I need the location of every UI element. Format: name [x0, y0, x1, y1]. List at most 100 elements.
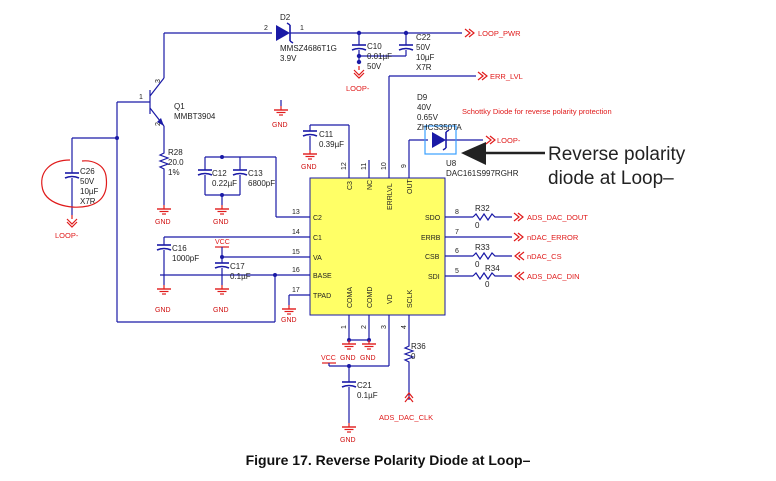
ic-ref: U8	[446, 159, 457, 168]
ic-pin-name: VA	[313, 255, 322, 262]
gnd-label: GND	[301, 164, 317, 171]
ic-pin-name: TPAD	[313, 293, 331, 300]
ic-pin-num: 16	[292, 267, 300, 274]
net-loop-minus-c26: LOOP-	[55, 231, 79, 240]
q1-part: MMBT3904	[174, 112, 216, 121]
c26-dielectric: X7R	[80, 197, 96, 206]
ic-pin-name: OUT	[407, 179, 414, 195]
r36-ref: R36	[411, 342, 426, 351]
c26-rating: 50V	[80, 177, 95, 186]
net-loop-minus-d9: LOOP-	[497, 136, 521, 145]
ic-pin-num: 8	[455, 209, 459, 216]
ic-pin-name: COMD	[367, 287, 374, 308]
d2-pin-k: 1	[300, 25, 304, 32]
ic-pin-num: 7	[455, 229, 459, 236]
c13-ref: C13	[248, 169, 263, 178]
figure-caption: Figure 17. Reverse Polarity Diode at Loo…	[245, 452, 531, 468]
ic-pin-num: 2	[361, 325, 368, 329]
r32-value: 0	[475, 221, 480, 230]
q1-pin-e: 2	[155, 122, 162, 126]
d2-value: 3.9V	[280, 54, 297, 63]
ic-pin-name: NC	[367, 180, 374, 190]
ic-pin-num: 5	[455, 268, 459, 275]
net-loop-pwr: LOOP_PWR	[478, 29, 521, 38]
net-ads-dac-dout: ADS_DAC_DOUT	[527, 213, 588, 222]
callout-line-1: Reverse polarity	[548, 144, 686, 165]
c11-ref: C11	[319, 130, 334, 139]
c17-ref: C17	[230, 262, 245, 271]
c21-ref: C21	[357, 381, 372, 390]
c21-value: 0.1µF	[357, 391, 378, 400]
ic-body	[309, 177, 446, 316]
ic-pin-name: SDI	[428, 274, 440, 281]
ic-pin-num: 9	[401, 164, 408, 168]
c10-value: 0.01µF	[367, 52, 392, 61]
net-ndac-error: nDAC_ERROR	[527, 233, 579, 242]
gnd-label: GND	[155, 219, 171, 226]
ic-pin-name: C2	[313, 215, 322, 222]
q1-ref: Q1	[174, 102, 185, 111]
d2-ref: D2	[280, 13, 291, 22]
c22-value: 10µF	[416, 53, 435, 62]
ic-pin-name: ERRB	[421, 235, 441, 242]
c12-ref: C12	[212, 169, 227, 178]
callout-text: Reverse polarity diode at Loop–	[548, 143, 685, 191]
ic-pin-name: CSB	[425, 254, 440, 261]
d9-part: ZHCS350TA	[417, 123, 462, 132]
ic-pin-num: 13	[292, 209, 300, 216]
q1-pin-b: 1	[139, 94, 143, 101]
net-ads-dac-clk: ADS_DAC_CLK	[379, 413, 433, 422]
callout-arrow	[461, 142, 486, 165]
schottky-note: Schottky Diode for reverse polarity prot…	[462, 107, 612, 116]
r33-ref: R33	[475, 243, 490, 252]
r33-value: 0	[475, 260, 480, 269]
ic-pin-name: C1	[313, 235, 322, 242]
c16-value: 1000pF	[172, 254, 199, 263]
r32-ref: R32	[475, 204, 490, 213]
net-err-lvl: ERR_LVL	[490, 72, 523, 81]
ic-pin-name: VD	[387, 294, 394, 304]
c22-dielectric: X7R	[416, 63, 432, 72]
ic-pin-name: BASE	[313, 273, 332, 280]
gnd-label: GND	[213, 219, 229, 226]
c22-ref: C22	[416, 33, 431, 42]
c22-rating: 50V	[416, 43, 431, 52]
ic-pin-num: 6	[455, 248, 459, 255]
gnd-label: GND	[281, 317, 297, 324]
ic-pin-name: COMA	[347, 287, 354, 308]
r28-ref: R28	[168, 148, 183, 157]
d9-ref: D9	[417, 93, 428, 102]
c10-rating: 50V	[367, 62, 382, 71]
gnd-label: GND	[155, 307, 171, 314]
highlight-circle	[41, 159, 108, 208]
ic-pin-num: 10	[381, 162, 388, 170]
d9-rating: 40V	[417, 103, 432, 112]
r34-value: 0	[485, 280, 490, 289]
c13-value: 6800pF	[248, 179, 275, 188]
vcc-label: VCC	[321, 355, 336, 362]
callout-line-2: diode at Loop–	[548, 168, 674, 189]
ic-pin-name: C3	[347, 181, 354, 190]
zener-diode-d2	[276, 25, 290, 41]
ic-pin-num: 1	[341, 325, 348, 329]
d9-highlight-box	[424, 125, 457, 155]
ic-pin-name: SDO	[425, 215, 441, 222]
ic-pin-num: 15	[292, 249, 300, 256]
ic-pin-num: 17	[292, 287, 300, 294]
gnd-label: GND	[340, 355, 356, 362]
c17-value: 0.1µF	[230, 272, 251, 281]
ic-pin-name: SCLK	[407, 289, 414, 308]
r28-value: 20.0	[168, 158, 184, 167]
c10-ref: C10	[367, 42, 382, 51]
schottky-diode-d9	[432, 132, 446, 148]
ic-pin-name: ERRLVL	[387, 183, 394, 210]
net-ndac-cs: nDAC_CS	[527, 252, 562, 261]
d2-part: MMSZ4686T1G	[280, 44, 337, 53]
net-loop-minus: LOOP-	[346, 84, 370, 93]
ic-pin-num: 14	[292, 229, 300, 236]
q1-pin-c: 3	[155, 79, 162, 83]
c16-ref: C16	[172, 244, 187, 253]
vcc-label: VCC	[215, 239, 230, 246]
gnd-label: GND	[213, 307, 229, 314]
